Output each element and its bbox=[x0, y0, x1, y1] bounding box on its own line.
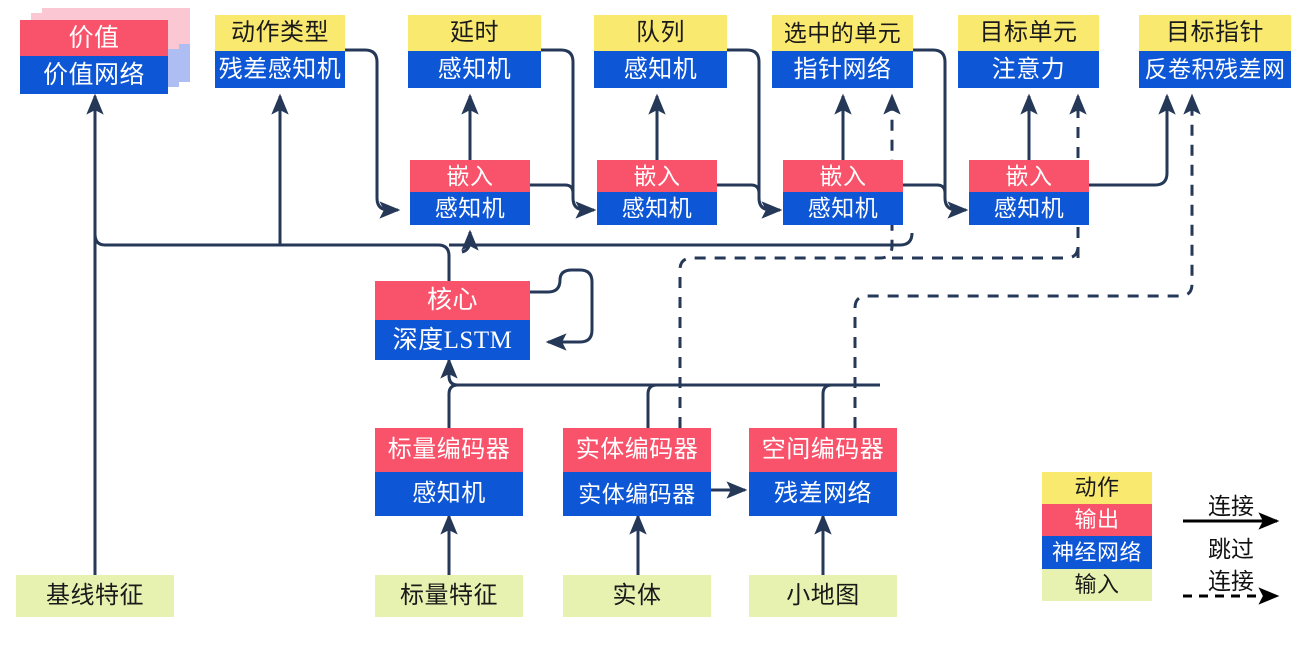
node-queued-head[interactable]: 队列 感知机 bbox=[594, 15, 727, 88]
node-embedding-1[interactable]: 嵌入 感知机 bbox=[410, 160, 530, 225]
node-core-lstm[interactable]: 核心 深度LSTM bbox=[375, 281, 530, 360]
input-baseline-features-label: 基线特征 bbox=[16, 575, 174, 617]
spatial-encoder-network-label: 残差网络 bbox=[749, 472, 897, 516]
node-target-unit-head[interactable]: 目标单元 注意力 bbox=[958, 15, 1099, 88]
node-spatial-encoder[interactable]: 空间编码器 残差网络 bbox=[749, 428, 897, 516]
selected-units-action-label: 选中的单元 bbox=[772, 15, 913, 51]
delay-action-label: 延时 bbox=[408, 15, 541, 51]
legend-color-key: 动作 输出 神经网络 输入 bbox=[1042, 472, 1152, 601]
node-embedding-4[interactable]: 嵌入 感知机 bbox=[969, 160, 1089, 225]
legend-connection-label: 连接 bbox=[1208, 494, 1254, 519]
node-input-baseline-features[interactable]: 基线特征 bbox=[16, 575, 174, 617]
node-embedding-3[interactable]: 嵌入 感知机 bbox=[783, 160, 903, 225]
node-scalar-encoder[interactable]: 标量编码器 感知机 bbox=[375, 428, 523, 516]
embedding-1-network-label: 感知机 bbox=[410, 192, 530, 225]
node-input-entities[interactable]: 实体 bbox=[563, 575, 711, 617]
node-delay-head[interactable]: 延时 感知机 bbox=[408, 15, 541, 88]
node-embedding-2[interactable]: 嵌入 感知机 bbox=[597, 160, 717, 225]
spatial-encoder-output-label: 空间编码器 bbox=[749, 428, 897, 472]
scalar-encoder-network-label: 感知机 bbox=[375, 472, 523, 516]
queued-action-label: 队列 bbox=[594, 15, 727, 51]
legend-item-input: 输入 bbox=[1042, 569, 1152, 601]
node-action-type-head[interactable]: 动作类型 残差感知机 bbox=[215, 15, 345, 88]
embedding-4-network-label: 感知机 bbox=[969, 192, 1089, 225]
node-input-minimap[interactable]: 小地图 bbox=[749, 575, 897, 617]
target-point-network-label: 反卷积残差网 bbox=[1139, 51, 1291, 88]
target-unit-action-label: 目标单元 bbox=[958, 15, 1099, 51]
node-selected-units-head[interactable]: 选中的单元 指针网络 bbox=[772, 15, 913, 88]
embedding-3-output-label: 嵌入 bbox=[783, 160, 903, 192]
selected-units-network-label: 指针网络 bbox=[772, 51, 913, 88]
core-network-label: 深度LSTM bbox=[375, 320, 530, 360]
core-output-label: 核心 bbox=[375, 281, 530, 320]
input-minimap-label: 小地图 bbox=[749, 575, 897, 617]
node-value-head[interactable]: 价值 价值网络 bbox=[20, 20, 168, 94]
action-type-network-label: 残差感知机 bbox=[215, 51, 345, 88]
embedding-2-network-label: 感知机 bbox=[597, 192, 717, 225]
node-target-point-head[interactable]: 目标指针 反卷积残差网 bbox=[1139, 15, 1291, 88]
embedding-2-output-label: 嵌入 bbox=[597, 160, 717, 192]
target-point-action-label: 目标指针 bbox=[1139, 15, 1291, 51]
input-entities-label: 实体 bbox=[563, 575, 711, 617]
node-entity-encoder[interactable]: 实体编码器 实体编码器 bbox=[563, 428, 711, 516]
embedding-1-output-label: 嵌入 bbox=[410, 160, 530, 192]
scalar-encoder-output-label: 标量编码器 bbox=[375, 428, 523, 472]
legend-item-output: 输出 bbox=[1042, 504, 1152, 536]
delay-network-label: 感知机 bbox=[408, 51, 541, 88]
legend-item-action: 动作 bbox=[1042, 472, 1152, 504]
embedding-3-network-label: 感知机 bbox=[783, 192, 903, 225]
entity-encoder-output-label: 实体编码器 bbox=[563, 428, 711, 472]
node-input-scalar-features[interactable]: 标量特征 bbox=[375, 575, 523, 617]
legend-item-network: 神经网络 bbox=[1042, 536, 1152, 569]
legend-skip-label-line1: 跳过 bbox=[1208, 537, 1254, 562]
embedding-4-output-label: 嵌入 bbox=[969, 160, 1089, 192]
action-type-action-label: 动作类型 bbox=[215, 15, 345, 51]
entity-encoder-network-label: 实体编码器 bbox=[563, 472, 711, 516]
legend-skip-label-line2: 连接 bbox=[1208, 569, 1254, 594]
value-head-output-label: 价值 bbox=[20, 20, 168, 56]
input-scalar-features-label: 标量特征 bbox=[375, 575, 523, 617]
target-unit-network-label: 注意力 bbox=[958, 51, 1099, 88]
value-head-network-label: 价值网络 bbox=[20, 56, 168, 94]
queued-network-label: 感知机 bbox=[594, 51, 727, 88]
